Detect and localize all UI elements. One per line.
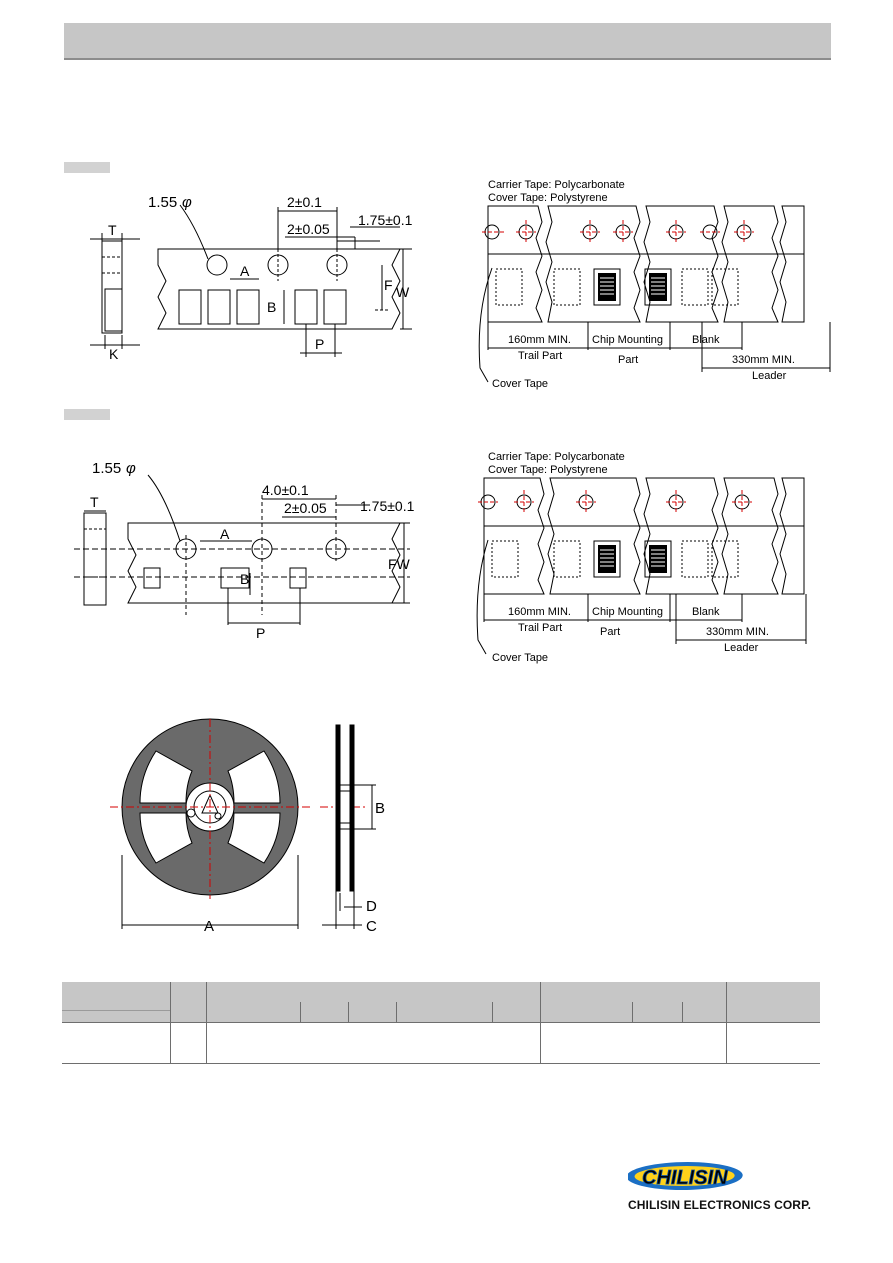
spec-table-col-sep-4 xyxy=(726,982,727,1064)
leader-1-labels: Carrier Tape: Polycarbonate Cover Tape: … xyxy=(488,179,795,390)
reel-drawing xyxy=(110,718,376,929)
edge-label-2: 1.75±0.1 xyxy=(360,498,415,514)
p-label: P xyxy=(315,336,324,352)
t-label: T xyxy=(108,222,117,238)
section-tag-2 xyxy=(64,409,110,420)
reel-labels: A B D C xyxy=(204,800,385,935)
spec-table-col-sep-3 xyxy=(540,982,541,1064)
tape-2-labels: 1.55 φ 4.0±0.1 2±0.05 1.75±0.1 T A B FW … xyxy=(90,460,415,641)
chip-mounting-label: Chip Mounting xyxy=(592,334,663,346)
leader-label-2: Leader xyxy=(724,642,759,654)
leader-length-label-2: 330mm MIN. xyxy=(706,626,769,638)
hole-dia-label: 1.55 xyxy=(148,194,177,211)
spec-table-subcol-5 xyxy=(632,1002,633,1022)
b-label: B xyxy=(267,299,276,315)
t-label-2: T xyxy=(90,494,99,510)
carrier-tape-label: Carrier Tape: Polycarbonate xyxy=(488,179,625,191)
spec-table-col-sep-2 xyxy=(206,982,207,1064)
blank-label: Blank xyxy=(692,334,720,346)
leader-label: Leader xyxy=(752,370,787,382)
part-label: Part xyxy=(618,354,638,366)
logo-brand-text: CHILISIN xyxy=(642,1167,728,1189)
f-label: F xyxy=(384,277,393,293)
a-label: A xyxy=(240,263,250,279)
spec-table-subcol-2 xyxy=(348,1002,349,1022)
spec-table-subcol-4 xyxy=(492,1002,493,1022)
carrier-tape-label-2: Carrier Tape: Polycarbonate xyxy=(488,451,625,463)
chip-mounting-label-2: Chip Mounting xyxy=(592,606,663,618)
b-label-2: B xyxy=(240,571,249,587)
tape-1-labels: 1.55 φ 2±0.1 2±0.05 1.75±0.1 T K A B F W… xyxy=(108,194,413,362)
cover-tape-label: Cover Tape xyxy=(492,378,548,390)
edge-label: 1.75±0.1 xyxy=(358,212,413,228)
pitch-label: 2±0.1 xyxy=(287,194,322,210)
reel-d-label: D xyxy=(366,898,377,915)
trail-part-label: Trail Part xyxy=(518,350,562,362)
trail-length-label-2: 160mm MIN. xyxy=(508,606,571,618)
cover-tape-label-2: Cover Tape xyxy=(492,652,548,664)
spec-table-subcol-6 xyxy=(682,1002,683,1022)
spec-table-subcol-1 xyxy=(300,1002,301,1022)
k-label: K xyxy=(109,346,119,362)
reel-a-label: A xyxy=(204,918,214,935)
p2-label: 2±0.05 xyxy=(287,221,330,237)
spec-table xyxy=(62,982,820,1064)
spec-table-subcol-3 xyxy=(396,1002,397,1022)
leader-diagram-1 xyxy=(478,205,831,383)
cover-tape-material-label: Cover Tape: Polystyrene xyxy=(488,192,608,204)
trail-length-label: 160mm MIN. xyxy=(508,334,571,346)
part-label-2: Part xyxy=(600,626,620,638)
spec-table-header xyxy=(62,982,820,1022)
company-name: CHILISIN ELECTRONICS CORP. xyxy=(628,1198,812,1212)
leader-2-labels: Carrier Tape: Polycarbonate Cover Tape: … xyxy=(488,451,769,664)
chilisin-logo: CHILISIN xyxy=(628,1162,743,1190)
section-tag-1 xyxy=(64,162,110,173)
phi-symbol-2: φ xyxy=(126,460,136,477)
reel-c-label: C xyxy=(366,918,377,935)
pitch-label-2: 4.0±0.1 xyxy=(262,482,309,498)
phi-symbol: φ xyxy=(182,194,192,211)
reel-b-label: B xyxy=(375,800,385,817)
w-label: W xyxy=(396,284,410,300)
spec-table-header-rule xyxy=(62,1022,820,1023)
leader-diagram-2 xyxy=(476,477,807,655)
blank-label-2: Blank xyxy=(692,606,720,618)
trail-part-label-2: Trail Part xyxy=(518,622,562,634)
fw-label-2: FW xyxy=(388,556,411,572)
cover-tape-material-label-2: Cover Tape: Polystyrene xyxy=(488,464,608,476)
leader-length-label: 330mm MIN. xyxy=(732,354,795,366)
tape-dimension-drawing-2 xyxy=(74,474,410,625)
hole-dia-label-2: 1.55 xyxy=(92,460,121,477)
tape-dimension-drawing-1 xyxy=(90,204,412,357)
spec-table-bottom-rule xyxy=(62,1063,820,1064)
spec-table-col-sep-1 xyxy=(170,982,171,1064)
p2-label-2: 2±0.05 xyxy=(284,500,327,516)
spec-table-header-inner-rule xyxy=(62,1010,170,1011)
p-label-2: P xyxy=(256,625,265,641)
a-label-2: A xyxy=(220,526,230,542)
header-bar xyxy=(64,23,831,60)
